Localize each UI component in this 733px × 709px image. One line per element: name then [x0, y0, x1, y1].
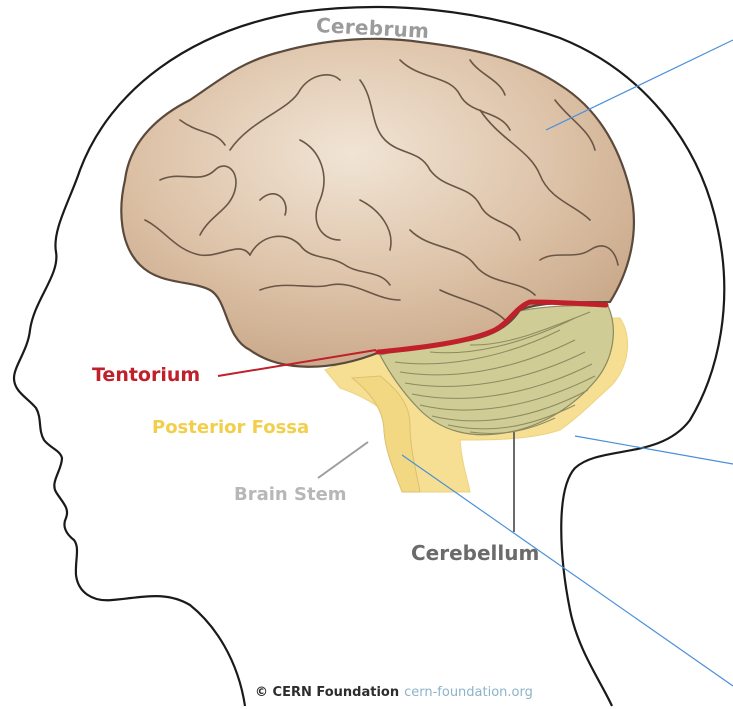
credit-owner: © CERN Foundation — [255, 685, 399, 700]
credit-site: cern-foundation.org — [404, 685, 533, 700]
leader-line-cerebellum — [575, 436, 733, 464]
tentorium-label: Tentorium — [92, 366, 200, 385]
credit-line: © CERN Foundation cern-foundation.org — [255, 685, 533, 700]
leader-line-cerebrum — [546, 40, 733, 130]
cerebrum-label: Cerebrum — [316, 15, 430, 41]
cerebellum-label: Cerebellum — [411, 543, 539, 563]
leader-line-brain-stem — [402, 455, 733, 686]
brain-stem-label: Brain Stem — [234, 486, 347, 504]
posterior-fossa-label: Posterior Fossa — [152, 419, 309, 437]
brain-stem-pointer — [318, 442, 368, 478]
